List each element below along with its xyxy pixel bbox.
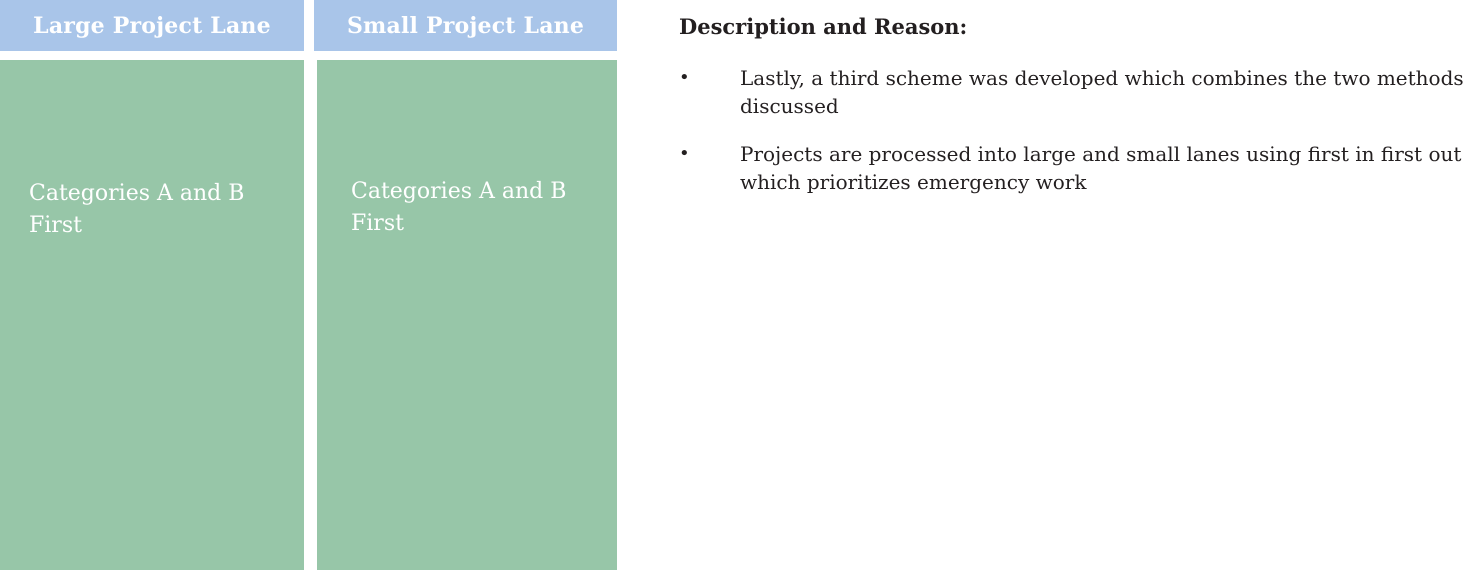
bullet-item: • Projects are processed into large and … bbox=[679, 140, 1474, 196]
description-title: Description and Reason: bbox=[679, 14, 968, 39]
bullet-item: • Lastly, a third scheme was developed w… bbox=[679, 64, 1474, 120]
small-lane-categories-text: Categories A and B First bbox=[351, 179, 567, 236]
small-project-lane-header: Small Project Lane bbox=[314, 0, 617, 51]
bullet-icon: • bbox=[679, 67, 690, 88]
small-project-lane-label: Small Project Lane bbox=[346, 12, 585, 39]
small-project-lane-box: Categories A and B First bbox=[317, 60, 617, 570]
large-project-lane-header: Large Project Lane bbox=[0, 0, 304, 51]
description-bullet-list: • Lastly, a third scheme was developed w… bbox=[679, 64, 1474, 216]
bullet-icon: • bbox=[679, 143, 690, 164]
large-project-lane-box: Categories A and B First bbox=[0, 60, 304, 570]
bullet-text: Lastly, a third scheme was developed whi… bbox=[740, 66, 1464, 118]
bullet-text: Projects are processed into large and sm… bbox=[740, 142, 1462, 194]
large-lane-categories-text: Categories A and B First bbox=[29, 181, 245, 238]
large-project-lane-label: Large Project Lane bbox=[33, 12, 271, 39]
